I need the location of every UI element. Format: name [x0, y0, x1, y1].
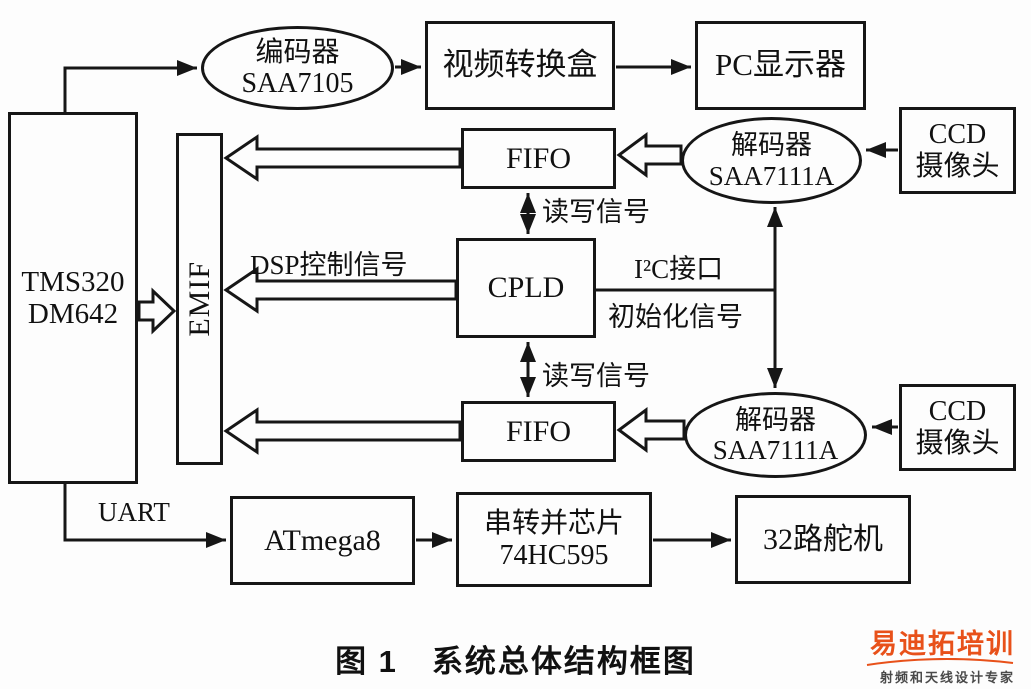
node-decoder-bottom-saa7111a: 解码器 SAA7111A [684, 392, 867, 478]
node-serial-to-parallel-74hc595: 串转并芯片 74HC595 [456, 492, 652, 587]
node-encoder-line2: SAA7105 [241, 68, 354, 99]
node-atmega8: ATmega8 [230, 496, 415, 585]
node-emif-label: EMIF [182, 261, 216, 337]
node-tms320-line2: DM642 [27, 298, 119, 330]
figure-caption-title: 系统总体结构框图 [431, 644, 696, 679]
node-cpld-label: CPLD [487, 271, 565, 305]
node-decoder-top-line1: 解码器 [731, 130, 812, 161]
label-init-signal: 初始化信号 [608, 302, 743, 332]
node-pc-display-label: PC显示器 [715, 47, 846, 83]
arrow-tms320-to-encoder [63, 60, 197, 112]
node-emif: EMIF [176, 133, 223, 465]
hollow-arrow-fifo-bottom-to-emif [223, 407, 462, 455]
label-dsp-control-signal: DSP控制信号 [250, 250, 408, 280]
node-ccd-camera-top: CCD 摄像头 [899, 107, 1016, 194]
node-serial-to-parallel-line2: 74HC595 [499, 539, 609, 571]
node-cpld: CPLD [456, 238, 596, 338]
node-tms320-line1: TMS320 [21, 265, 125, 298]
hollow-arrow-cpld-to-emif [223, 266, 458, 314]
node-fifo-top: FIFO [461, 128, 616, 189]
node-fifo-bottom-label: FIFO [505, 414, 572, 448]
hollow-arrow-decoder-top-to-fifo-top [616, 132, 683, 178]
node-atmega8-label: ATmega8 [264, 523, 381, 557]
watermark: 易迪拓培训 射频和天线设计专家 [865, 630, 1015, 686]
hollow-arrow-tms320-to-emif [137, 287, 177, 335]
arrow-tms320-uart-to-atmega8 [63, 484, 226, 548]
node-ccd-bottom-line2: 摄像头 [915, 427, 1000, 459]
node-video-converter-label: 视频转换盒 [442, 47, 598, 83]
node-tms320-dm642: TMS320 DM642 [8, 112, 138, 484]
label-read-write-top: 读写信号 [542, 197, 650, 227]
node-serial-to-parallel-line1: 串转并芯片 [483, 508, 624, 540]
node-fifo-top-label: FIFO [505, 141, 572, 175]
figure-caption-number: 图 1 [335, 644, 398, 679]
node-ccd-camera-bottom: CCD 摄像头 [899, 384, 1016, 471]
figure-caption: 图 1 系统总体结构框图 [0, 636, 1031, 681]
node-ccd-top-line1: CCD [928, 119, 987, 151]
node-decoder-bottom-line1: 解码器 [735, 404, 816, 435]
node-fifo-bottom: FIFO [461, 401, 616, 462]
label-i2c-interface: I²C接口 [634, 254, 724, 284]
node-encoder-line1: 编码器 [255, 36, 340, 68]
node-servo-32ch: 32路舵机 [735, 495, 911, 584]
node-video-converter: 视频转换盒 [425, 21, 615, 110]
node-decoder-top-line2: SAA7111A [708, 160, 835, 191]
label-uart: UART [98, 497, 170, 527]
node-decoder-bottom-line2: SAA7111A [712, 435, 839, 465]
node-pc-display: PC显示器 [695, 21, 866, 110]
watermark-brand: 易迪拓培训 [870, 629, 1015, 659]
node-encoder-saa7105: 编码器 SAA7105 [201, 26, 394, 110]
label-read-write-bottom: 读写信号 [542, 361, 650, 391]
node-ccd-top-line2: 摄像头 [915, 150, 1000, 182]
node-ccd-bottom-line1: CCD [928, 396, 987, 428]
watermark-tagline: 射频和天线设计专家 [879, 670, 1015, 686]
hollow-arrow-fifo-top-to-emif [223, 134, 462, 182]
hollow-arrow-decoder-bottom-to-fifo-bottom [616, 407, 686, 453]
node-decoder-top-saa7111a: 解码器 SAA7111A [681, 117, 862, 204]
node-servo-label: 32路舵机 [763, 522, 883, 556]
watermark-swoosh-icon [866, 658, 1014, 667]
